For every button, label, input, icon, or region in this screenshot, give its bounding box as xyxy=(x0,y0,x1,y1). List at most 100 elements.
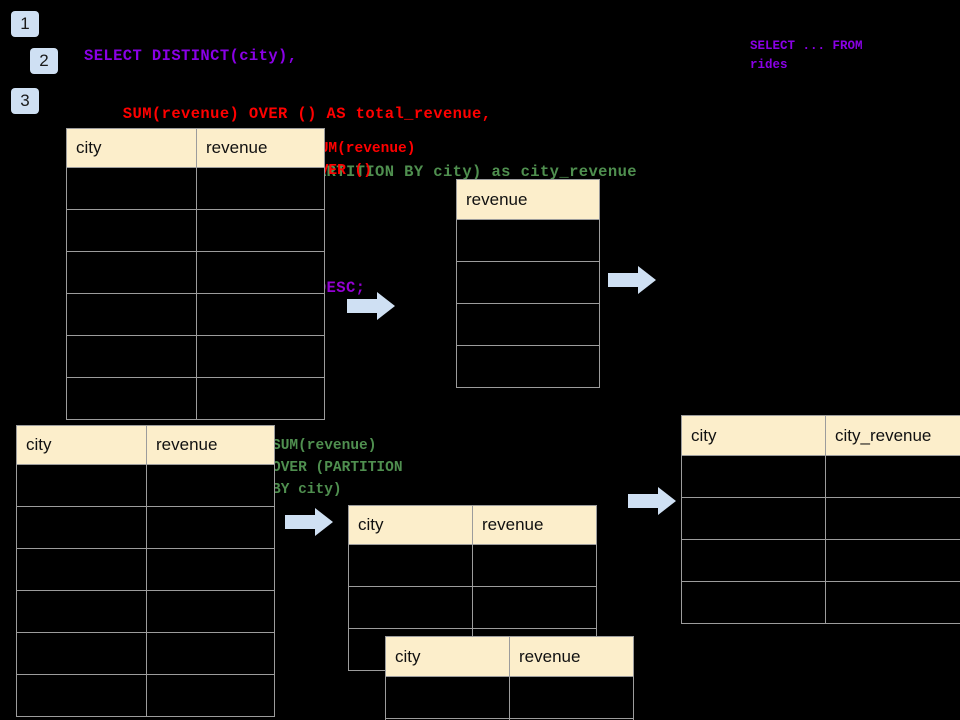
column-header-revenue: revenue xyxy=(196,128,325,168)
table-cell-city xyxy=(66,377,197,420)
table-cell-revenue xyxy=(146,506,275,549)
table-cell-revenue xyxy=(196,335,325,378)
table-cell-city xyxy=(681,455,826,498)
table-cell-city xyxy=(16,548,147,591)
table-row xyxy=(66,293,325,336)
table-header-row: city revenue xyxy=(16,425,275,465)
table-header-row: city revenue xyxy=(66,128,325,168)
table-row xyxy=(348,586,597,629)
table-row xyxy=(66,167,325,210)
table-header-row: city city_revenue xyxy=(681,415,960,456)
step-badge-1: 1 xyxy=(11,11,39,37)
table-cell-city-revenue xyxy=(825,455,960,498)
table-cell-revenue xyxy=(196,293,325,336)
table-row xyxy=(16,590,275,633)
column-header-revenue: revenue xyxy=(472,505,597,545)
table-cell-city xyxy=(66,335,197,378)
table-cell-city xyxy=(681,497,826,540)
table-row xyxy=(16,464,275,507)
column-header-city: city xyxy=(681,415,826,456)
table-header-row: city revenue xyxy=(348,505,597,545)
table-cell-city-revenue xyxy=(825,581,960,624)
table-cell-city-revenue xyxy=(825,497,960,540)
annotation-select-from-rides: SELECT ... FROM rides xyxy=(750,39,863,72)
table-cell-city-revenue xyxy=(825,539,960,582)
column-header-city: city xyxy=(348,505,473,545)
table-cell-city xyxy=(16,632,147,675)
table-cell-revenue xyxy=(472,586,597,629)
table-cell-city xyxy=(66,251,197,294)
table-cell-city xyxy=(66,293,197,336)
sql-line-total-revenue: SUM(revenue) OVER () AS total_revenue, xyxy=(84,105,492,123)
table-cell-revenue xyxy=(472,544,597,587)
table-row xyxy=(456,345,600,388)
table-cell-revenue xyxy=(196,209,325,252)
table-cell-city xyxy=(16,506,147,549)
table-row xyxy=(681,581,960,624)
table-cell-city xyxy=(348,586,473,629)
table-cell-revenue xyxy=(509,676,634,719)
arrow-rides-to-partition xyxy=(285,508,333,536)
table-row xyxy=(348,544,597,587)
column-header-revenue: revenue xyxy=(509,636,634,677)
table-row xyxy=(16,674,275,717)
table-row xyxy=(681,455,960,498)
table-cell-revenue xyxy=(456,345,600,388)
table-cell-revenue xyxy=(456,303,600,346)
table-cell-city xyxy=(385,676,510,719)
table-row xyxy=(456,261,600,304)
table-row xyxy=(385,718,634,720)
sql-line-select: SELECT DISTINCT(city), xyxy=(84,47,298,65)
table-cell-city xyxy=(16,674,147,717)
annotation-sum-over-partition: SUM(revenue) OVER (PARTITION BY city) xyxy=(272,438,403,498)
table-cell-city xyxy=(66,167,197,210)
table-cell-revenue xyxy=(196,251,325,294)
table-row xyxy=(66,209,325,252)
partition-group-table-back: city revenue xyxy=(348,505,597,671)
table-row xyxy=(66,251,325,294)
table-row xyxy=(16,506,275,549)
total-revenue-table: revenue xyxy=(456,179,600,388)
step-badge-3: 3 xyxy=(11,88,39,114)
table-row xyxy=(456,303,600,346)
partition-group-table-front: city revenue xyxy=(385,636,634,720)
column-header-city-revenue: city_revenue xyxy=(825,415,960,456)
table-cell-revenue xyxy=(456,219,600,262)
table-cell-city xyxy=(348,544,473,587)
table-row xyxy=(66,377,325,420)
table-cell-revenue xyxy=(146,548,275,591)
table-cell-revenue xyxy=(146,674,275,717)
rides-source-table-bottom: city revenue xyxy=(16,425,275,717)
column-header-city: city xyxy=(66,128,197,168)
result-table: city city_revenue xyxy=(681,415,960,624)
column-header-revenue: revenue xyxy=(456,179,600,220)
table-row xyxy=(16,548,275,591)
table-cell-revenue xyxy=(146,590,275,633)
column-header-city: city xyxy=(16,425,147,465)
table-row xyxy=(681,497,960,540)
table-row xyxy=(66,335,325,378)
table-row xyxy=(456,219,600,262)
table-row xyxy=(16,632,275,675)
table-cell-revenue xyxy=(456,261,600,304)
table-cell-revenue xyxy=(146,632,275,675)
step-badge-2: 2 xyxy=(30,48,58,74)
column-header-city: city xyxy=(385,636,510,677)
table-row xyxy=(681,539,960,582)
table-cell-revenue xyxy=(509,718,634,720)
table-cell-city xyxy=(16,464,147,507)
rides-source-table-top: city revenue xyxy=(66,128,325,420)
table-cell-revenue xyxy=(196,377,325,420)
arrow-rides-to-total-revenue xyxy=(347,292,395,320)
annotation-sum-over-empty: SUM(revenue) OVER () xyxy=(311,141,416,179)
table-cell-city xyxy=(16,590,147,633)
arrow-total-revenue-to-result xyxy=(608,266,656,294)
table-row xyxy=(385,676,634,719)
table-cell-city xyxy=(66,209,197,252)
arrow-partition-to-result xyxy=(628,487,676,515)
table-cell-city xyxy=(681,581,826,624)
table-cell-city xyxy=(681,539,826,582)
table-cell-revenue xyxy=(196,167,325,210)
table-header-row: city revenue xyxy=(385,636,634,677)
